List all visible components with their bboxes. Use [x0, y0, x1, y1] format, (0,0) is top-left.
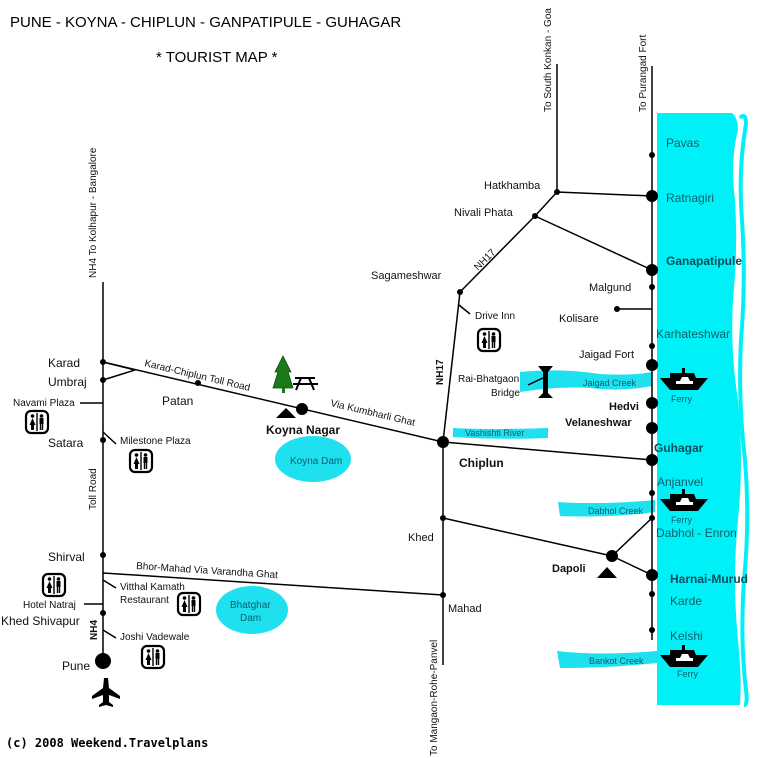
place-umbraj: Umbraj [48, 375, 87, 389]
place-kolisare: Kolisare [559, 313, 599, 325]
triangle-peak-icon [597, 567, 617, 578]
place-koyna-nagar: Koyna Nagar [266, 423, 340, 437]
place-ganapatipule: Ganapatipule [666, 254, 742, 268]
arabian-sea [657, 113, 741, 705]
label-dabhol-creek: Dabhol Creek [588, 506, 644, 516]
place-navami-plaza: Navami Plaza [13, 398, 75, 409]
bhatghar-dam-water [216, 586, 288, 634]
place-velaneshwar: Velaneshwar [565, 417, 632, 429]
label-jaigad-creek: Jaigad Creek [583, 378, 637, 388]
tree-icon [272, 355, 294, 393]
place-khed: Khed [408, 532, 434, 544]
restroom-icon [128, 448, 154, 474]
picnic-table-icon [293, 377, 318, 391]
place-pune: Pune [62, 659, 90, 673]
place-anjanvel: Anjanvel [657, 475, 703, 489]
place-khed-shivapur: Khed Shivapur [1, 614, 80, 628]
restroom-icon [24, 409, 50, 435]
place-patan: Patan [162, 394, 193, 408]
place-shirval: Shirval [48, 550, 85, 564]
place-guhagar: Guhagar [654, 441, 704, 455]
place-kelshi: Kelshi [670, 629, 703, 643]
bridge-icon [538, 366, 553, 398]
restroom-icon [41, 572, 67, 598]
koyna-dam-water [275, 436, 351, 482]
place-bridge: Bridge [491, 388, 520, 399]
road-label-bhor-mahad: Bhor-Mahad Via Varandha Ghat [136, 561, 279, 581]
ferry-label: Ferry [677, 669, 698, 679]
place-chiplun: Chiplun [459, 456, 504, 470]
place-hotel-natraj: Hotel Natraj [23, 600, 76, 611]
place-hatkhamba: Hatkhamba [484, 180, 541, 192]
label-vashishti-river: Vashishti River [465, 428, 524, 438]
place-pavas: Pavas [666, 136, 699, 150]
place-karad: Karad [48, 356, 80, 370]
place-milestone-plaza: Milestone Plaza [120, 436, 191, 447]
label-bhatghar-dam-2: Dam [240, 613, 261, 624]
place-nivali-phata: Nivali Phata [454, 207, 514, 219]
road-label-to-purangad: To Purangad Fort [638, 35, 649, 112]
restroom-icon [176, 591, 202, 617]
place-jaigad-fort: Jaigad Fort [579, 349, 634, 361]
place-joshi-vadewale: Joshi Vadewale [120, 632, 190, 643]
road-label-nh17-south: NH17 [435, 359, 446, 385]
place-sagameshwar: Sagameshwar [371, 270, 442, 282]
place-drive-inn: Drive Inn [475, 311, 515, 322]
place-restaurant: Restaurant [120, 595, 169, 606]
bankot-creek-water [557, 651, 657, 668]
road-label-to-mangaon: To Mangaon-Rohe-Panvel [429, 640, 440, 756]
road-network [80, 64, 653, 665]
place-karhateshwar: Karhateshwar [656, 327, 730, 341]
place-vitthal-kamath: Vitthal Kamath [120, 582, 185, 593]
airplane-icon [92, 678, 120, 707]
jaigad-creek-water [520, 370, 652, 392]
ferry-label: Ferry [671, 394, 692, 404]
town-markers [95, 152, 658, 669]
place-karde: Karde [670, 594, 702, 608]
place-mahad: Mahad [448, 603, 482, 615]
place-dabhol-enron: Dabhol - Enron [656, 526, 737, 540]
place-rai-bhatgaon: Rai-Bhatgaon [458, 374, 519, 385]
coastline-white-edge [738, 114, 750, 707]
vashishti-river-water [453, 428, 548, 439]
label-bhatghar-dam-1: Bhatghar [230, 600, 271, 611]
road-label-to-south-konkan: To South Konkan - Goa [543, 8, 554, 112]
place-ratnagiri: Ratnagiri [666, 191, 714, 205]
place-hedvi: Hedvi [609, 401, 639, 413]
label-koyna-dam: Koyna Dam [290, 456, 342, 467]
place-harnai-murud: Harnai-Murud [670, 572, 748, 586]
restroom-icon [140, 644, 166, 670]
road-label-nh4-north: NH4 To Kolhapur - Bangalore [88, 147, 99, 278]
copyright-notice: (c) 2008 Weekend.Travelplans [6, 736, 208, 750]
label-bankot-creek: Bankot Creek [589, 656, 644, 666]
map-title: PUNE - KOYNA - CHIPLUN - GANPATIPULE - G… [10, 14, 401, 31]
road-label-nh17-north: NH17 [472, 247, 498, 273]
place-satara: Satara [48, 436, 84, 450]
restroom-icon [476, 327, 502, 353]
place-dapoli: Dapoli [552, 563, 586, 575]
road-label-kumbharli: Via Kumbharli Ghat [329, 398, 416, 429]
road-label-nh4: NH4 [89, 620, 100, 640]
dabhol-creek-water [558, 500, 655, 517]
place-malgund: Malgund [589, 282, 631, 294]
ferry-label: Ferry [671, 515, 692, 525]
triangle-peak-icon [276, 408, 296, 418]
map-subtitle: * TOURIST MAP * [156, 49, 278, 66]
road-label-toll-road: Toll Road [88, 468, 99, 510]
